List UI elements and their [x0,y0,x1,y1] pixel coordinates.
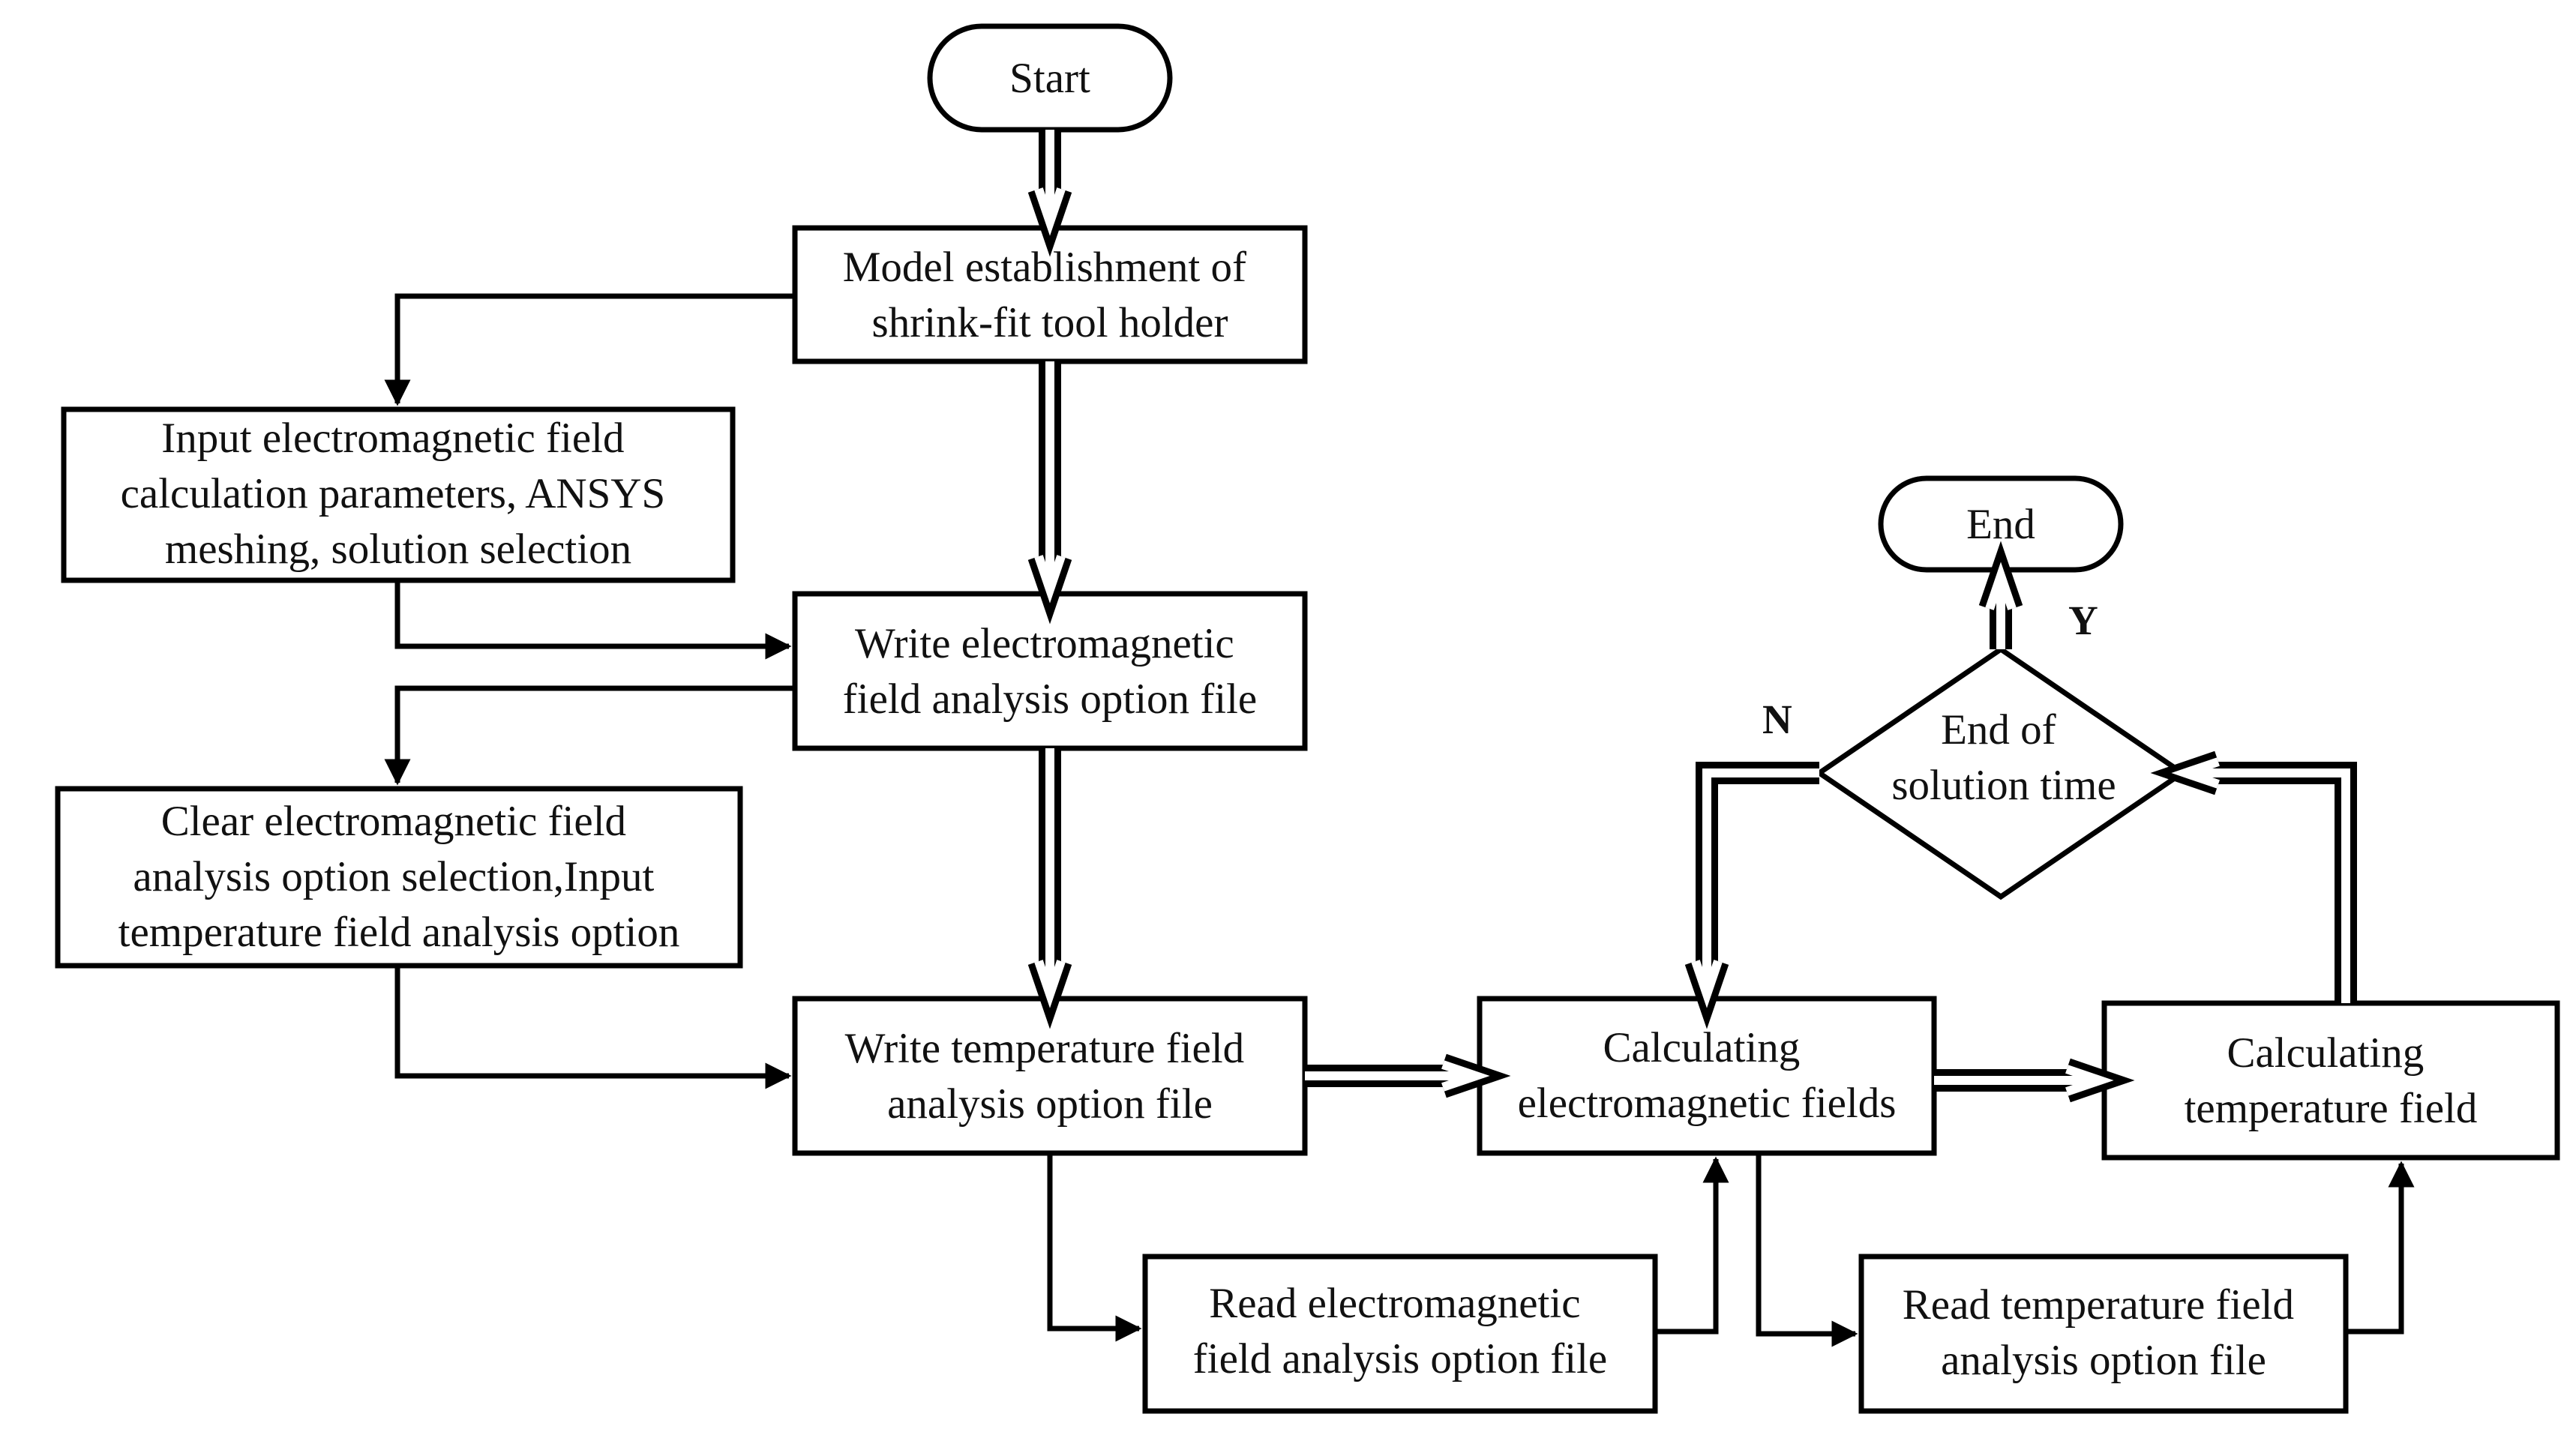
read-temp-option-file-label: Read temperature field analysis option f… [1903,1281,2305,1384]
hollow-arrow-decision-no-to-calc-em [1684,762,1819,1029]
no-branch-label: N [1762,697,1792,742]
end-terminal: End [1878,475,2124,573]
start-label: Start [1009,55,1090,102]
hollow-arrow-write-temp-to-calc-em [1305,1053,1511,1098]
decision-label: End of solution time [1891,706,2116,809]
clear-em-input-temp-label: Clear electromagnetic field analysis opt… [118,798,680,956]
hollow-arrow-calc-em-to-calc-temp [1934,1058,2135,1103]
hollow-arrow-write-em-to-write-temp [1027,748,1072,1029]
arrow-read-em-to-calc-em [1655,1156,1729,1335]
arrow-calc-em-to-read-temp [1756,1153,1858,1347]
start-terminal: Start [927,23,1173,133]
model-establishment-label: Model establishment of shrink-fit tool h… [843,244,1258,346]
read-em-option-file-label: Read electromagnetic field analysis opti… [1193,1280,1607,1383]
end-label: End [1966,501,2035,548]
read-temp-option-file-box: Read temperature field analysis option f… [1858,1254,2349,1414]
write-em-option-file-label: Write electromagnetic field analysis opt… [843,620,1257,723]
input-em-parameters-box: Input electromagnetic field calculation … [61,406,736,583]
calc-em-fields-label: Calculating electromagnetic fields [1518,1024,1897,1127]
arrow-write-temp-to-read-em [1047,1153,1142,1342]
arrow-clear-to-write-temp [394,966,792,1089]
read-em-option-file-box: Read electromagnetic field analysis opti… [1142,1254,1658,1414]
write-temp-option-file-label: Write temperature field analysis option … [845,1025,1255,1128]
hollow-arrow-decision-yes-to-end [1978,541,2023,649]
end-of-solution-time-decision: End of solution time [1814,646,2188,900]
yes-branch-label: Y [2068,598,2098,643]
hollow-arrow-calc-temp-to-decision [2150,750,2357,1003]
input-em-parameters-label: Input electromagnetic field calculation … [121,415,676,573]
calc-temp-field-box: Calculating temperature field [2101,1000,2560,1161]
arrow-model-to-input [384,293,795,406]
arrow-write-em-to-clear [384,685,795,786]
arrow-input-to-write-em [394,580,792,660]
calc-temp-field-label: Calculating temperature field [2185,1029,2478,1132]
arrow-read-temp-to-calc-temp [2346,1161,2415,1335]
hollow-arrow-model-to-write-em [1027,361,1072,625]
clear-em-input-temp-box: Clear electromagnetic field analysis opt… [55,786,743,969]
hollow-arrow-start-to-model [1027,130,1072,257]
